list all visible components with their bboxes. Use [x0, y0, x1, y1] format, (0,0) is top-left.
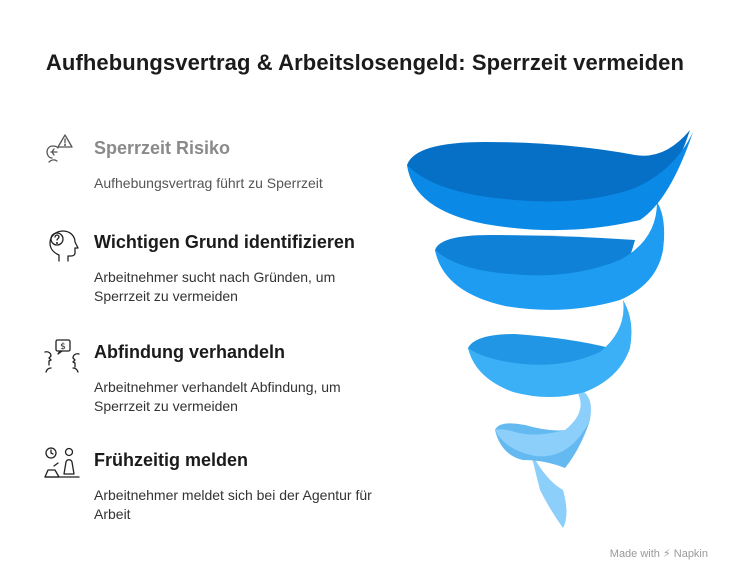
step-heading: Frühzeitig melden	[94, 450, 249, 470]
step-description: Arbeitnehmer sucht nach Gründen, um Sper…	[94, 269, 336, 304]
funnel-band-4	[495, 388, 591, 457]
funnel-band-2	[435, 202, 665, 310]
funnel-tail	[530, 450, 567, 528]
negotiation-money-icon: $	[42, 336, 82, 376]
page-title: Aufhebungsvertrag & Arbeitslosengeld: Sp…	[45, 50, 685, 75]
brand-watermark: Made with ⚡ Napkin	[609, 548, 708, 560]
question-head-icon	[42, 226, 82, 266]
funnel-band-1	[407, 132, 693, 231]
svg-text:$: $	[60, 342, 66, 352]
step-description: Aufhebungsvertrag führt zu Sperrzeit	[94, 175, 323, 191]
step-description: Arbeitnehmer meldet sich bei der Agentur…	[94, 487, 372, 522]
funnel-graphic	[407, 130, 693, 528]
step-heading: Abfindung verhandeln	[94, 342, 285, 362]
funnel-band-3	[468, 300, 632, 397]
step-description: Arbeitnehmer verhandelt Abfindung, um Sp…	[94, 379, 341, 414]
step-heading: Wichtigen Grund identifizieren	[94, 232, 355, 252]
clock-person-icon	[42, 444, 82, 484]
step-heading: Sperrzeit Risiko	[94, 138, 231, 158]
warning-person-icon	[42, 132, 82, 172]
